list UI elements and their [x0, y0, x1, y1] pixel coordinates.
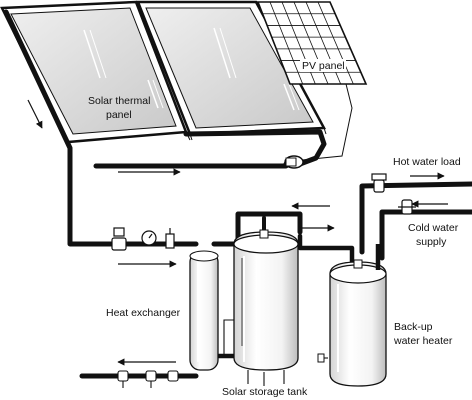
solar-thermal-panel-right [136, 0, 327, 136]
label-cold-water-1: Cold water [408, 222, 459, 234]
label-solar-storage-tank: Solar storage tank [222, 386, 308, 398]
solar-storage-tank [223, 229, 299, 386]
label-backup-heater-1: Back-up [394, 321, 433, 333]
label-backup-heater-2: water heater [393, 335, 453, 347]
pv-wire [301, 83, 353, 161]
heat-exchanger [189, 250, 219, 371]
bottom-valves [117, 370, 179, 388]
valve-gauge-cluster [111, 227, 175, 251]
label-solar-thermal-panel-1: Solar thermal [88, 95, 150, 107]
label-heat-exchanger: Heat exchanger [106, 307, 181, 319]
pv-grid-line [317, 1, 354, 85]
label-pv-panel: PV panel [302, 60, 345, 72]
cold-water-valve [398, 199, 416, 215]
label-hot-water-load: Hot water load [393, 156, 461, 168]
hot-water-valve [371, 173, 387, 193]
label-cold-water-2: supply [416, 236, 447, 248]
circulation-pump [284, 155, 304, 169]
label-solar-thermal-panel-2: panel [106, 109, 132, 121]
flow-arrows [27, 99, 448, 366]
backup-water-heater [317, 244, 387, 387]
pv-grid-line [269, 1, 304, 85]
